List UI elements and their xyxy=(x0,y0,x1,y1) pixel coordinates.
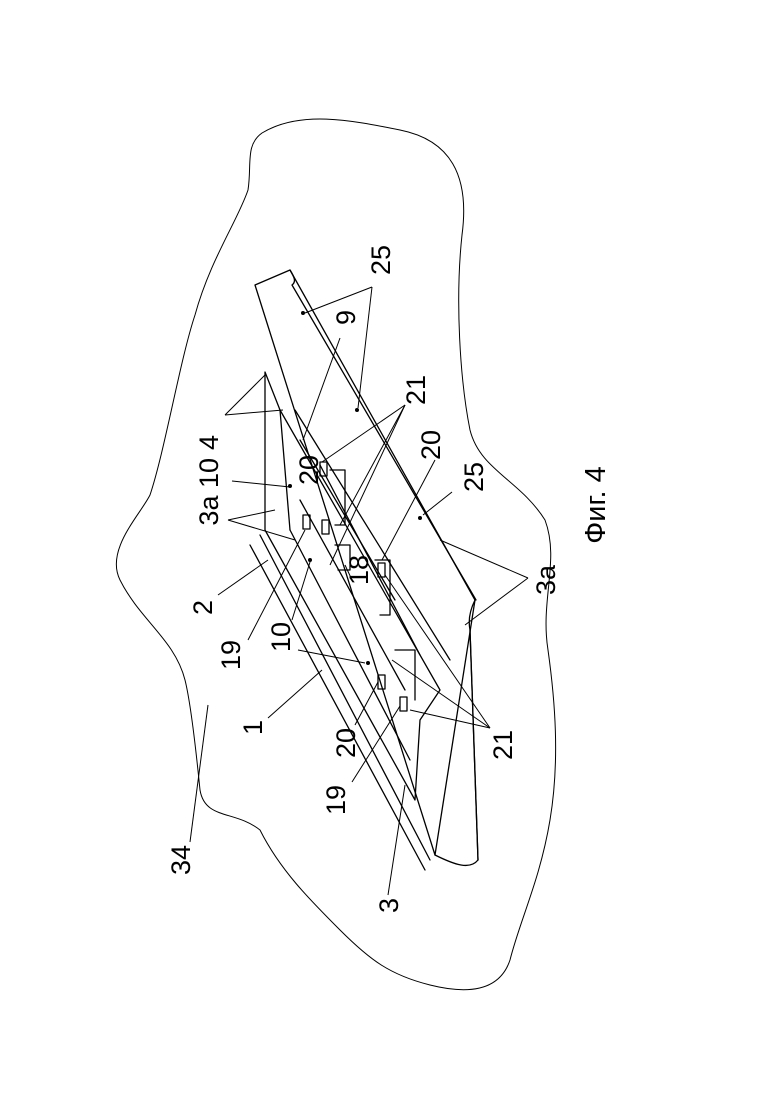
label-20-upper: 20 xyxy=(416,430,446,460)
label-10: 10 xyxy=(266,622,296,652)
label-34: 34 xyxy=(166,845,196,875)
label-25-lower: 25 xyxy=(459,462,489,492)
leader-lines xyxy=(190,287,528,895)
clip-20-mid xyxy=(378,563,385,577)
clip-19-lower xyxy=(400,697,407,711)
label-21-upper: 21 xyxy=(401,375,431,405)
dot-25-lower xyxy=(418,516,422,520)
figure-caption: Фиг. 4 xyxy=(580,466,612,544)
dot-10-lower xyxy=(366,661,370,665)
channel-inner-edge xyxy=(280,410,290,530)
label-20-mid: 20 xyxy=(294,455,324,485)
labels: 25 9 21 4 20 20 25 3а 10 18 3а 2 10 19 1… xyxy=(166,245,612,913)
plate-side-face xyxy=(435,600,478,865)
label-19-upper: 19 xyxy=(216,640,246,670)
label-4: 4 xyxy=(194,435,224,450)
dot-25-upper xyxy=(301,311,305,315)
label-25-upper: 25 xyxy=(366,245,396,275)
label-2: 2 xyxy=(188,600,218,615)
dot-10-mid xyxy=(308,558,312,562)
label-3a-bottom: 3а xyxy=(531,564,561,595)
label-3a-top: 3а 10 xyxy=(194,458,224,526)
label-18: 18 xyxy=(344,555,374,585)
label-9: 9 xyxy=(331,310,361,325)
label-20-lower: 20 xyxy=(331,728,361,758)
plate-bottom-edge xyxy=(470,630,478,860)
label-1: 1 xyxy=(238,720,268,735)
dot-25-mid xyxy=(355,408,359,412)
label-19-lower: 19 xyxy=(321,785,351,815)
dot-10-upper xyxy=(288,484,292,488)
label-3: 3 xyxy=(374,898,404,913)
label-21-lower: 21 xyxy=(488,730,518,760)
clip-21-mid xyxy=(322,520,329,534)
